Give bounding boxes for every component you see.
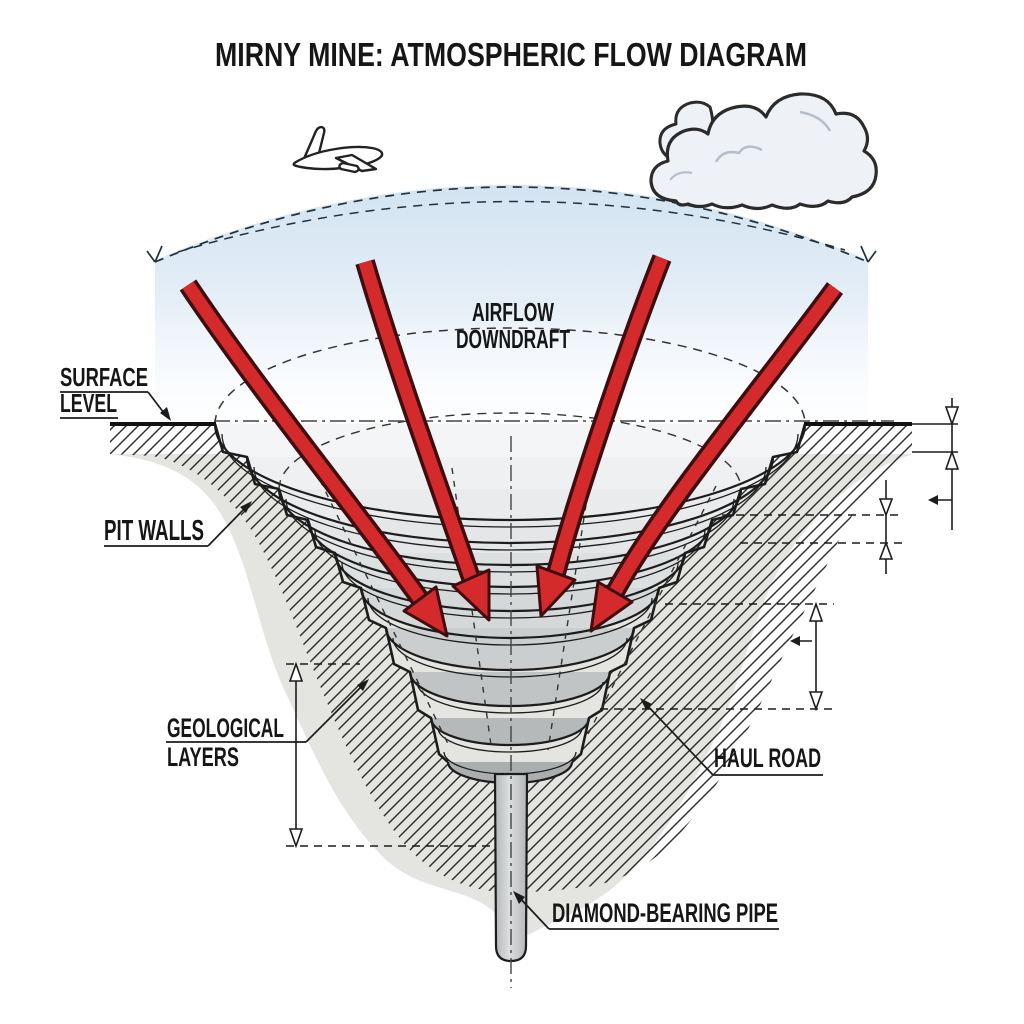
pit-wall-outline [213, 423, 807, 763]
red-arrowhead [402, 585, 449, 638]
cloud-icon [649, 92, 878, 211]
rock-hatch-band [110, 424, 912, 892]
geological-layers-label-line2: LAYERS [167, 742, 239, 772]
diamond-pipe-label: DIAMOND-BEARING PIPE [552, 898, 778, 928]
airflow-label-line2: DOWNDRAFT [456, 324, 570, 354]
downdraft-arrows [179, 254, 844, 638]
leader-lines [60, 391, 823, 930]
red-arrowhead [535, 564, 577, 618]
geological-layers-label-line1: GEOLOGICAL [167, 713, 284, 743]
red-arrowhead [589, 580, 634, 633]
dimension-lines [286, 398, 960, 849]
centerlines [214, 420, 894, 988]
red-arrowhead [451, 568, 491, 622]
surface-level-label-line2: LEVEL [60, 388, 117, 418]
airflow-label-line1: AIRFLOW [472, 297, 554, 327]
bench-rim-arcs [213, 423, 807, 785]
airplane-icon [292, 125, 384, 174]
pit-walls-label: PIT WALLS [104, 515, 204, 547]
dome-arc-right-arrowhead [860, 245, 877, 263]
dome-arc-left-arrowhead [146, 245, 163, 263]
page-title: MIRNY MINE: ATMOSPHERIC FLOW DIAGRAM [215, 36, 807, 73]
atmosphere-dome [146, 185, 877, 455]
haul-road-label: HAUL ROAD [714, 743, 821, 773]
surface-level-label-line1: SURFACE [60, 362, 148, 392]
